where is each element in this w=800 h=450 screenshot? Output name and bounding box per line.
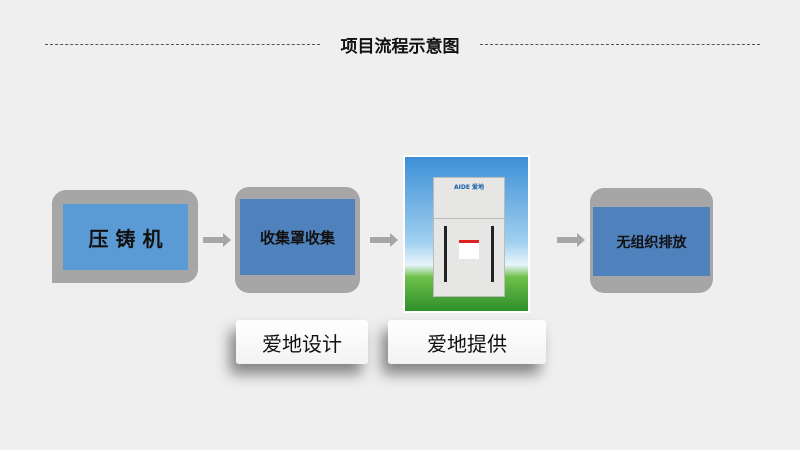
warning-label: [459, 240, 479, 259]
step-label: 收集罩收集: [240, 199, 355, 275]
step-unorganized-emission: 无组织排放: [590, 188, 713, 293]
title-divider-right: [475, 44, 760, 45]
title-divider-left: [45, 44, 325, 45]
step-label: 压 铸 机: [63, 204, 188, 270]
tag-aide-provide: 爱地提供: [388, 320, 546, 364]
step-hood-collection: 收集罩收集: [235, 187, 360, 293]
tag-aide-design: 爱地设计: [236, 320, 368, 364]
arrow-right-icon: [203, 233, 231, 247]
page-title: 项目流程示意图: [320, 32, 480, 57]
brand-logo: AIDE 爱地: [453, 184, 485, 191]
collector-cabinet: AIDE 爱地: [433, 177, 505, 297]
step-die-casting: 压 铸 机: [52, 190, 198, 283]
step-label: 无组织排放: [593, 207, 710, 276]
dust-collector-product-image: AIDE 爱地: [403, 155, 530, 313]
arrow-right-icon: [370, 233, 398, 247]
arrow-right-icon: [557, 233, 585, 247]
